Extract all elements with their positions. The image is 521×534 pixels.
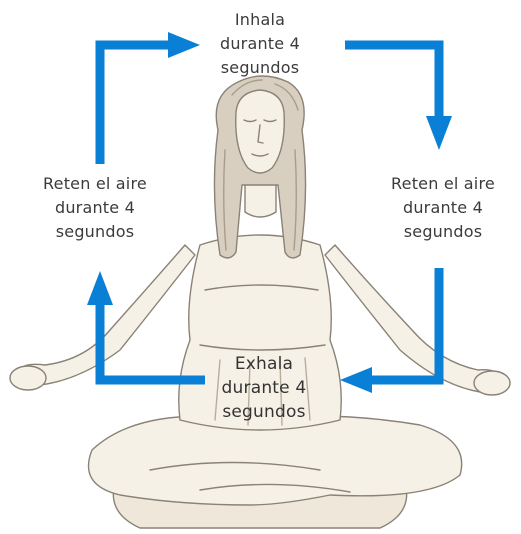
step-exhale-line1: Exhala bbox=[205, 352, 323, 376]
arrow-path-hold-to-inhale bbox=[100, 45, 172, 164]
arrowhead-down-icon bbox=[426, 116, 452, 150]
arrowhead-up-icon bbox=[87, 271, 113, 305]
step-hold-left-line1: Reten el aire bbox=[25, 172, 165, 196]
step-hold-left-line3: segundos bbox=[25, 220, 165, 244]
step-hold-right-label: Reten el aire durante 4 segundos bbox=[373, 172, 513, 244]
step-hold-right-line3: segundos bbox=[373, 220, 513, 244]
arrow-path-inhale-to-hold bbox=[345, 45, 439, 118]
arrow-path-hold-to-exhale bbox=[370, 268, 439, 380]
step-hold-left-label: Reten el aire durante 4 segundos bbox=[25, 172, 165, 244]
step-hold-left-line2: durante 4 bbox=[25, 196, 165, 220]
step-inhale-label: Inhala durante 4 segundos bbox=[200, 8, 320, 80]
step-inhale-line3: segundos bbox=[200, 56, 320, 80]
step-exhale-line2: durante 4 bbox=[205, 376, 323, 400]
arrowhead-right-icon bbox=[168, 32, 200, 58]
step-inhale-line2: durante 4 bbox=[200, 32, 320, 56]
step-exhale-line3: segundos bbox=[205, 400, 323, 424]
arrowhead-left-icon bbox=[340, 367, 372, 393]
step-hold-right-line1: Reten el aire bbox=[373, 172, 513, 196]
step-hold-right-line2: durante 4 bbox=[373, 196, 513, 220]
arrow-path-exhale-to-hold bbox=[100, 303, 205, 380]
step-inhale-line1: Inhala bbox=[200, 8, 320, 32]
step-exhale-label: Exhala durante 4 segundos bbox=[205, 352, 323, 424]
